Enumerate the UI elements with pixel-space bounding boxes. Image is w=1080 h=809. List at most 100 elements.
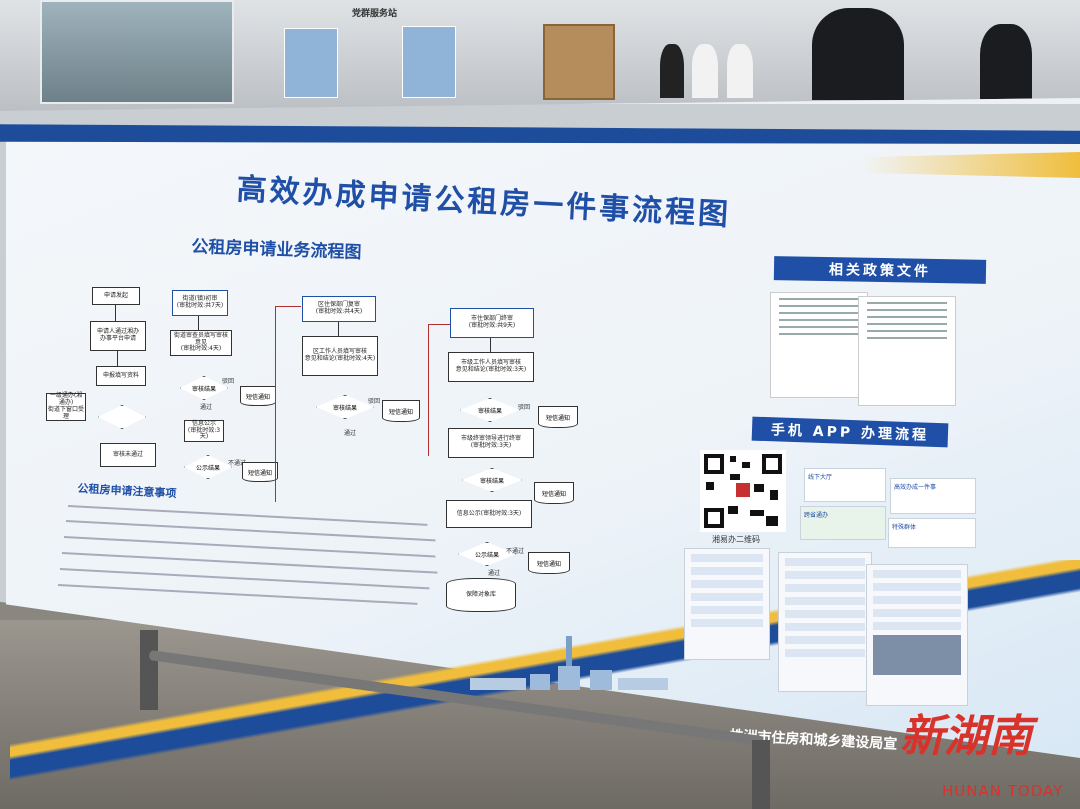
app-row <box>691 567 763 575</box>
decision-label: 公示结果 <box>474 551 499 559</box>
app-card-one-thing: 高效办成一件事 <box>890 478 976 514</box>
policy-section-title: 相关政策文件 <box>773 256 987 284</box>
service-hall-background: 党群服务站 <box>0 0 1080 120</box>
doc-line <box>779 305 859 307</box>
tower <box>566 636 572 690</box>
app-row <box>873 583 961 591</box>
app-row <box>873 570 961 578</box>
qr-module <box>750 510 764 516</box>
doc-line <box>779 319 859 321</box>
sms-notice: 短信通知 <box>534 482 574 504</box>
flow-pass-label: 通过 <box>344 430 357 437</box>
app-row <box>691 619 763 627</box>
app-row <box>785 623 865 631</box>
flow-arrow <box>115 305 116 321</box>
bookshelf <box>543 24 615 100</box>
qr-module <box>706 482 714 490</box>
app-row <box>785 636 865 644</box>
flow-city-review-box: 市住保部门终审 (审批时效:共9天) <box>450 308 534 338</box>
qr-module <box>754 484 764 492</box>
building <box>470 678 526 690</box>
app-card-cross-province: 跨省通办 <box>800 506 886 540</box>
app-row <box>691 593 763 601</box>
qr-module <box>730 474 740 480</box>
flow-apply-box: 申请人通过湘办 办事平台申请 <box>90 321 146 351</box>
doc-line <box>867 330 947 332</box>
flow-city-publicity-box: 信息公示(审批时效:3天) <box>446 500 532 528</box>
flow-city-opinion-box: 市级工作人员填写审核 意见和结论(审批时效:3天) <box>448 352 534 382</box>
doc-line <box>779 312 859 314</box>
doc-line <box>779 298 859 300</box>
stand-leg <box>140 630 158 710</box>
app-screenshot <box>778 552 872 692</box>
flow-pass-label: 通过 <box>488 570 501 577</box>
app-row <box>785 571 865 579</box>
stand-leg <box>752 740 770 809</box>
person <box>727 44 753 98</box>
flow-database: 保障对象库 <box>446 578 516 612</box>
app-screenshot <box>866 564 968 706</box>
person <box>660 44 684 98</box>
doc-line <box>867 323 947 325</box>
flow-connector <box>428 324 450 325</box>
app-row <box>785 584 865 592</box>
doc-line <box>867 316 947 318</box>
building <box>590 670 612 690</box>
flow-not-pass-label: 不通过 <box>228 460 247 467</box>
city-skyline-graphic <box>470 636 668 690</box>
flow-not-pass-label: 不通过 <box>506 548 525 555</box>
person <box>692 44 718 98</box>
qr-module <box>730 456 736 462</box>
flow-reject-label: 驳回 <box>222 378 235 385</box>
app-row <box>785 610 865 618</box>
decision-label: 审核结果 <box>479 477 504 485</box>
security-guard <box>812 8 904 100</box>
doc-line <box>779 333 859 335</box>
flow-arrow <box>198 316 199 330</box>
building <box>558 666 580 690</box>
flow-window-box: 一级通办(湘通办) 街道下窗口受理 <box>46 392 86 421</box>
flow-fill-box: 申报填写资料 <box>96 366 146 386</box>
qr-code <box>700 450 786 532</box>
flow-reject-box: 审核未通过 <box>100 443 156 467</box>
watermark-logo: 新湖南 <box>900 711 1032 762</box>
app-row <box>873 609 961 617</box>
flow-pass-label: 通过 <box>200 404 213 411</box>
doc-line <box>867 337 947 339</box>
building <box>530 674 550 690</box>
flow-connector <box>275 306 301 307</box>
flow-start-box: 申请发起 <box>92 287 140 305</box>
wall-poster <box>284 28 338 98</box>
qr-module <box>742 462 750 468</box>
policy-document <box>858 296 956 406</box>
watermark-subtitle: HUNAN TODAY <box>942 782 1064 800</box>
flow-reject-label: 驳回 <box>368 398 381 405</box>
qr-finder-inner <box>708 512 720 524</box>
app-row <box>691 554 763 562</box>
flow-final-review-box: 市级终审领导进行终审 (审批时效:3天) <box>448 428 534 458</box>
flow-district-opinion-box: 区工作人员填写审核 意见和结论(审批时效:4天) <box>302 336 378 376</box>
app-card-special-groups: 特殊群体 <box>888 518 976 548</box>
hall-sign: 党群服务站 <box>352 9 398 19</box>
sms-notice: 短信通知 <box>528 552 570 574</box>
app-card-offline-hall: 线下大厅 <box>804 468 886 502</box>
security-guard <box>980 24 1032 100</box>
decision-label: 审核结果 <box>477 407 502 415</box>
flow-reject-label: 驳回 <box>518 404 531 411</box>
flow-connector <box>275 306 276 502</box>
policy-document <box>770 292 868 398</box>
qr-finder-inner <box>708 458 720 470</box>
app-photo <box>873 635 961 675</box>
flow-arrow <box>338 322 339 336</box>
flow-street-opinion-box: 街道审查员填写审核意见 (审批时效:4天) <box>170 330 232 356</box>
app-row <box>873 622 961 630</box>
flow-connector <box>428 324 429 456</box>
app-row <box>785 597 865 605</box>
qr-module <box>770 490 778 500</box>
decision-label: 公示结果 <box>195 464 220 472</box>
sms-notice: 短信通知 <box>382 400 420 422</box>
app-row <box>785 649 865 657</box>
sms-notice: 短信通知 <box>240 386 276 406</box>
app-row <box>691 580 763 588</box>
app-row <box>691 606 763 614</box>
